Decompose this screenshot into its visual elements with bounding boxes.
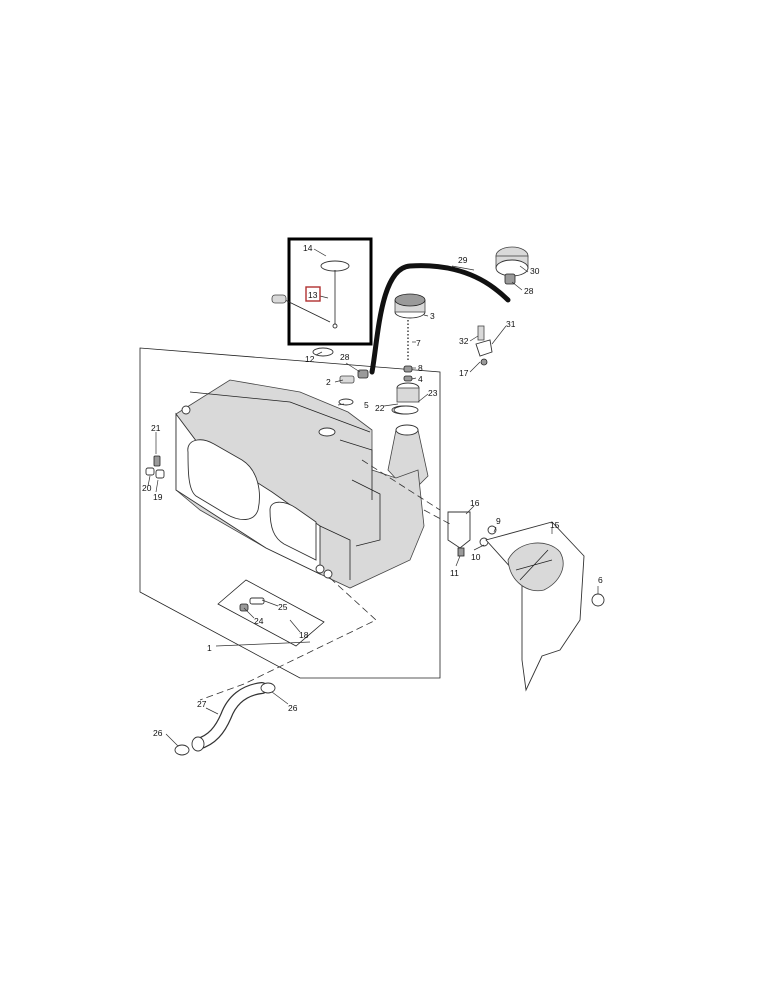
- assembly-dashed-lines: [199, 459, 451, 701]
- callout-3: 3: [430, 311, 435, 321]
- callout-30: 30: [530, 266, 540, 276]
- sender-highlight-box: [271, 237, 373, 346]
- callout-1: 1: [207, 643, 212, 653]
- clip-part: [403, 375, 413, 382]
- callout-labels: 1 2 3 4 5 6 7 8 9 10 11 12 13 14 15 16 1…: [142, 243, 603, 738]
- callout-22: 22: [375, 403, 385, 413]
- washer-part: [338, 398, 354, 406]
- callout-25: 25: [278, 602, 288, 612]
- callout-26-right: 26: [288, 703, 298, 713]
- callout-32: 32: [459, 336, 469, 346]
- callout-27: 27: [197, 699, 207, 709]
- callout-8: 8: [418, 363, 423, 373]
- grommet-part: [591, 593, 605, 607]
- fuel-hose-part: [174, 682, 276, 756]
- callout-13: 13: [308, 290, 318, 300]
- callout-6: 6: [598, 575, 603, 585]
- callout-14: 14: [303, 243, 313, 253]
- fuel-tank-part: [175, 379, 425, 589]
- callout-12: 12: [305, 354, 315, 364]
- callout-20: 20: [142, 483, 152, 493]
- callout-7: 7: [416, 338, 421, 348]
- mount-bracket-part: [447, 511, 497, 557]
- callout-5: 5: [364, 400, 369, 410]
- callout-23: 23: [428, 388, 438, 398]
- drain-fitting-part: [145, 455, 165, 479]
- callout-10: 10: [471, 552, 481, 562]
- bushing-part: [403, 365, 413, 373]
- callout-17: 17: [459, 368, 469, 378]
- callout-9: 9: [496, 516, 501, 526]
- tank-group-frame: [139, 347, 441, 679]
- callout-26-left: 26: [153, 728, 163, 738]
- heat-shield-part: [485, 521, 585, 692]
- callout-19: 19: [153, 492, 163, 502]
- bracket-hardware-part: [475, 325, 493, 366]
- callout-24: 24: [254, 616, 264, 626]
- callout-21: 21: [151, 423, 161, 433]
- vent-canister-part: [495, 246, 529, 285]
- highlight-callout-13: [305, 286, 321, 302]
- callout-29: 29: [458, 255, 468, 265]
- callout-11: 11: [450, 568, 459, 578]
- callout-28-tank: 28: [340, 352, 350, 362]
- callout-15: 15: [550, 520, 560, 530]
- callout-16: 16: [470, 498, 480, 508]
- callout-28-hose: 28: [524, 286, 534, 296]
- callout-31: 31: [506, 319, 516, 329]
- vent-fitting-part: [339, 369, 369, 384]
- callout-18: 18: [299, 630, 309, 640]
- callout-2: 2: [326, 377, 331, 387]
- callout-leader-lines: [147, 248, 599, 747]
- vent-hose-part: [369, 263, 511, 375]
- fuel-cap-part: [394, 293, 426, 319]
- callout-4: 4: [418, 374, 423, 384]
- neck-gasket-part: [393, 405, 419, 415]
